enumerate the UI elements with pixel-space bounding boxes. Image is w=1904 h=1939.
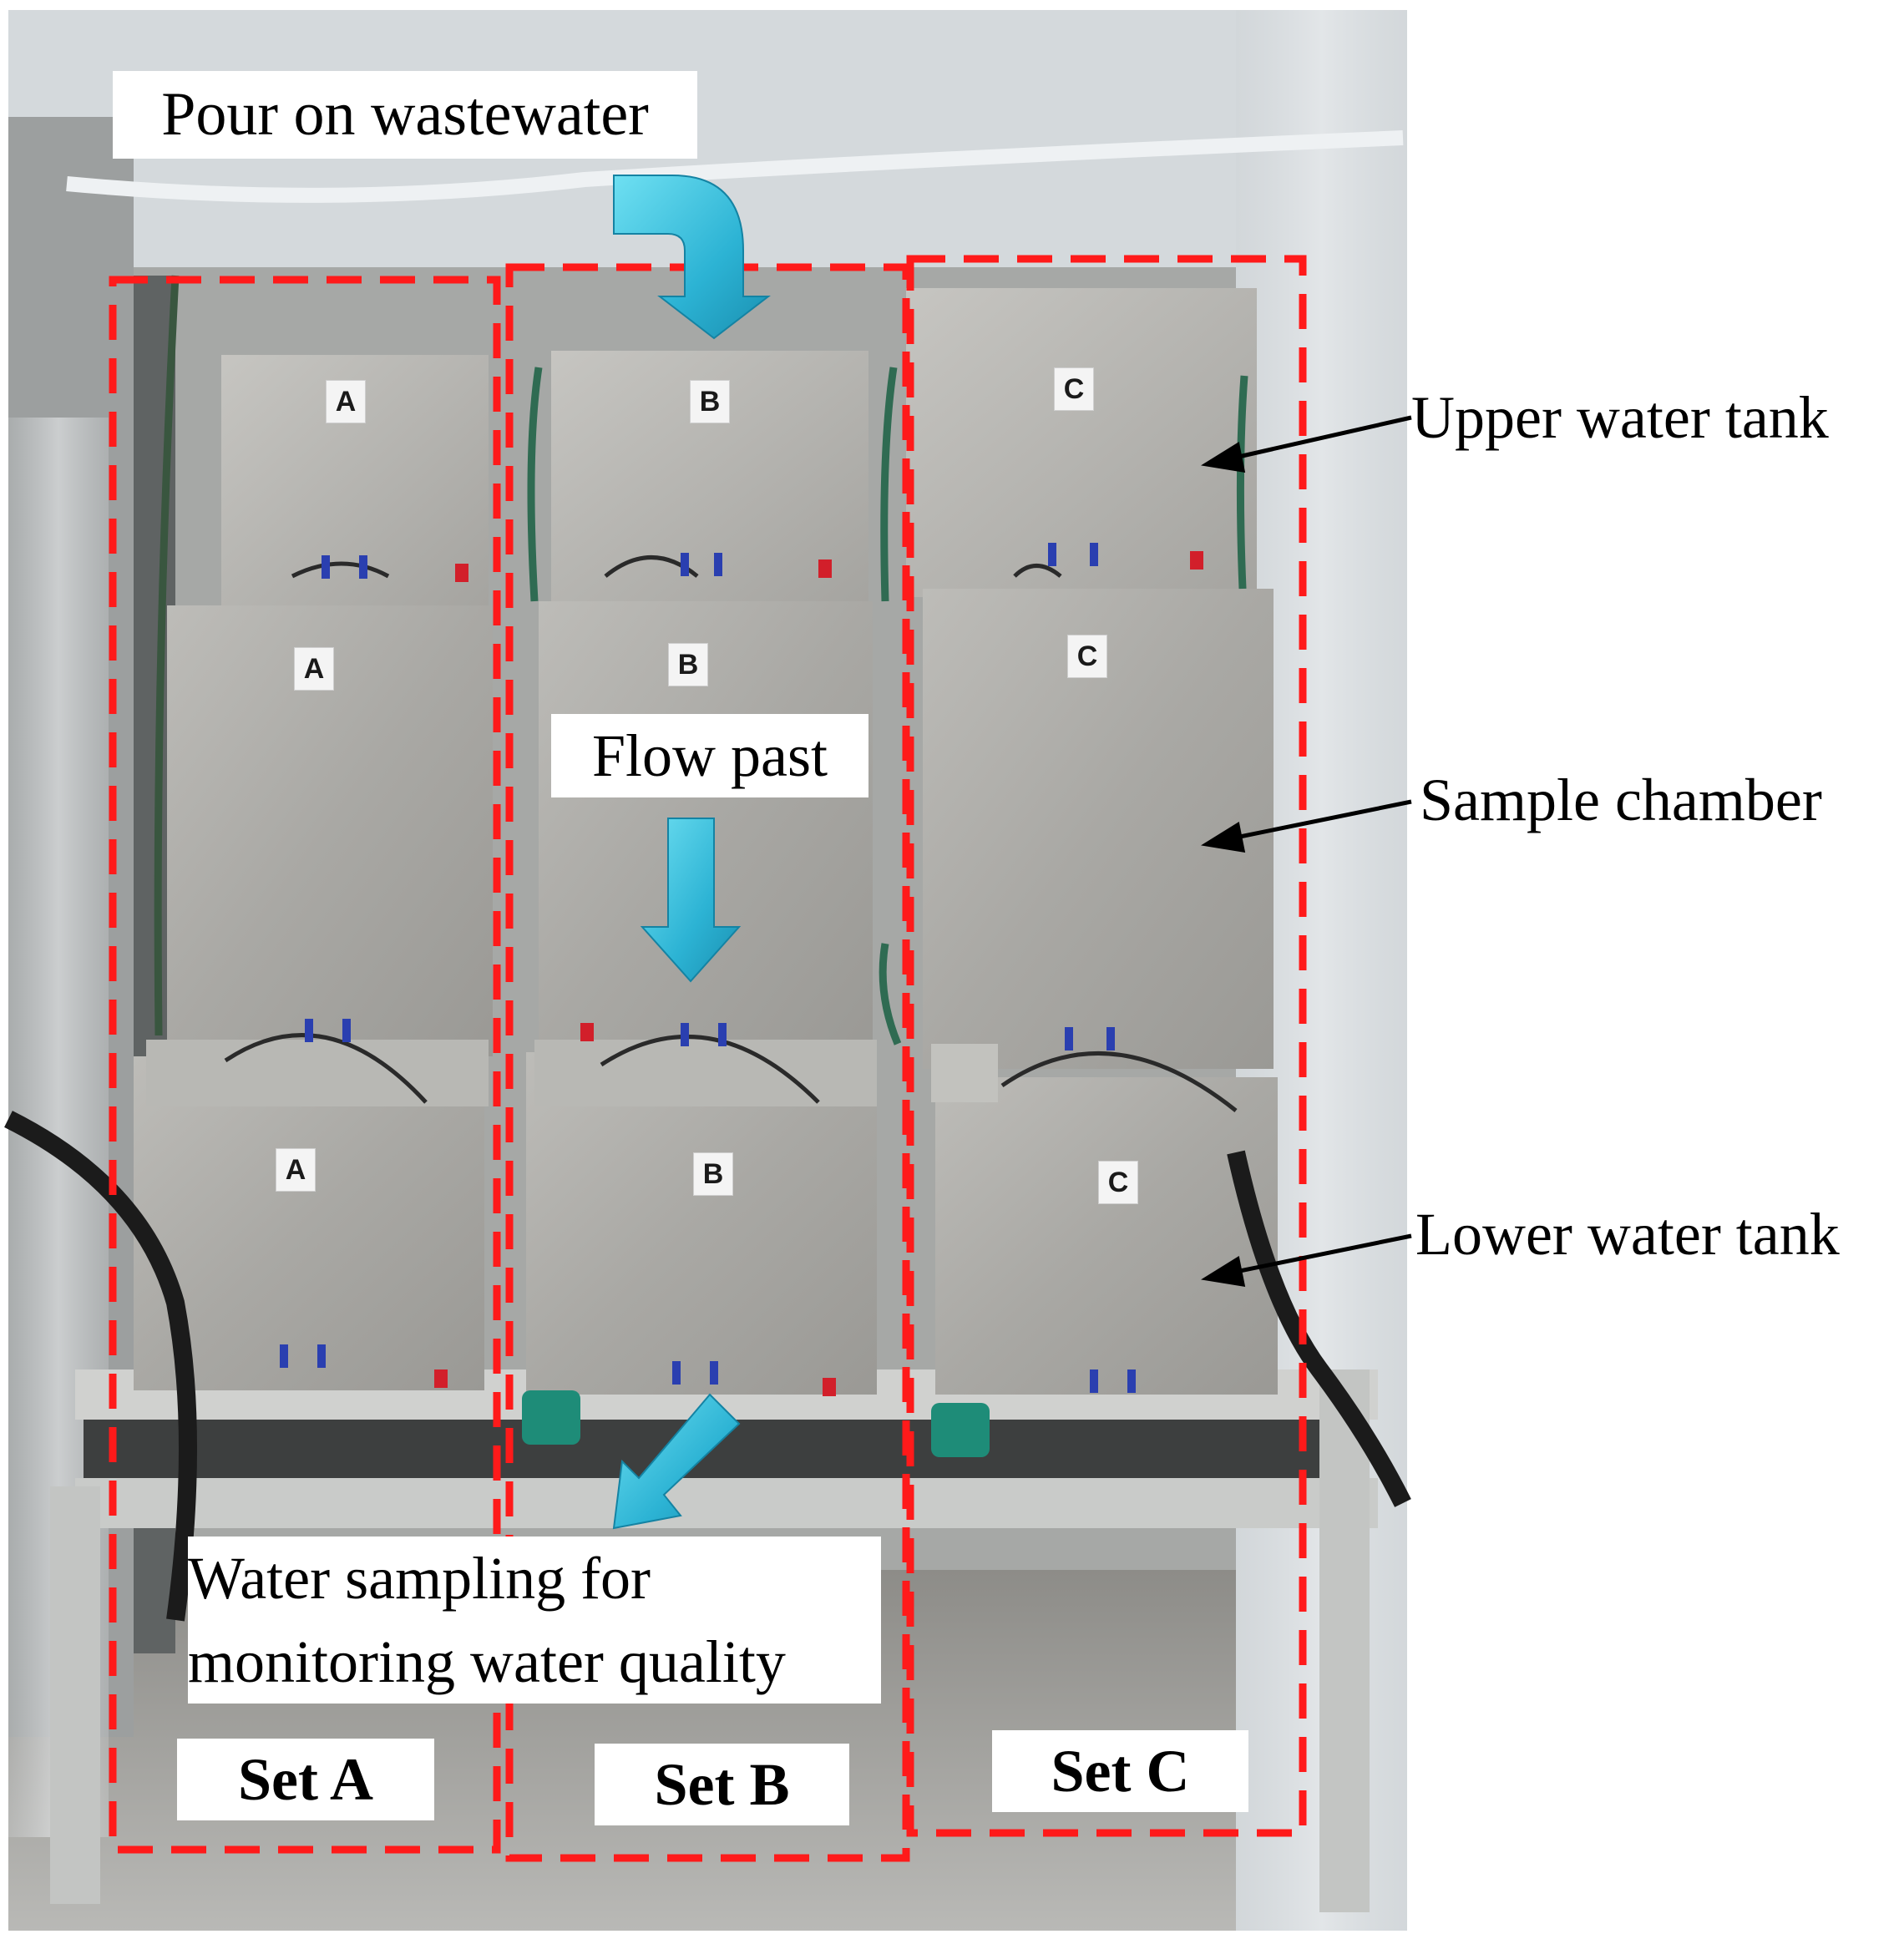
upper-water-tank-label: Upper water tank xyxy=(1411,384,1829,451)
set-a-label: Set A xyxy=(177,1739,434,1820)
set-a-box xyxy=(109,276,501,1854)
sample-chamber-pointer-icon xyxy=(1201,821,1246,853)
set-b-label: Set B xyxy=(595,1744,849,1825)
pour-arrow-icon xyxy=(613,175,771,340)
flow-past-label: Flow past xyxy=(551,714,868,797)
lower-tank-pointer-icon xyxy=(1201,1255,1246,1288)
tank-placard-upper-a: A xyxy=(326,380,366,423)
tank-placard-upper-c: C xyxy=(1054,367,1094,411)
set-c-label: Set C xyxy=(992,1730,1248,1812)
tank-placard-lower-a: A xyxy=(276,1148,316,1192)
tank-placard-chamber-c: C xyxy=(1067,635,1107,678)
sampling-arrow-icon xyxy=(612,1393,741,1530)
tank-placard-lower-c: C xyxy=(1098,1161,1138,1204)
water-sampling-label: Water sampling for monitoring water qual… xyxy=(188,1537,881,1704)
tank-placard-lower-b: B xyxy=(693,1152,733,1196)
tank-placard-chamber-b: B xyxy=(668,643,708,686)
sample-chamber-label: Sample chamber xyxy=(1420,767,1822,833)
water-sampling-line-1: Water sampling for xyxy=(188,1545,651,1612)
set-b-box xyxy=(505,263,910,1862)
tank-placard-chamber-a: A xyxy=(294,647,334,691)
flow-down-arrow-icon xyxy=(640,818,742,983)
water-sampling-line-2: monitoring water quality xyxy=(188,1628,786,1695)
upper-tank-pointer-icon xyxy=(1201,441,1246,473)
set-c-box xyxy=(906,255,1307,1837)
lower-water-tank-label: Lower water tank xyxy=(1415,1201,1840,1268)
tank-placard-upper-b: B xyxy=(690,380,730,423)
pour-on-wastewater-label: Pour on wastewater xyxy=(113,71,697,159)
